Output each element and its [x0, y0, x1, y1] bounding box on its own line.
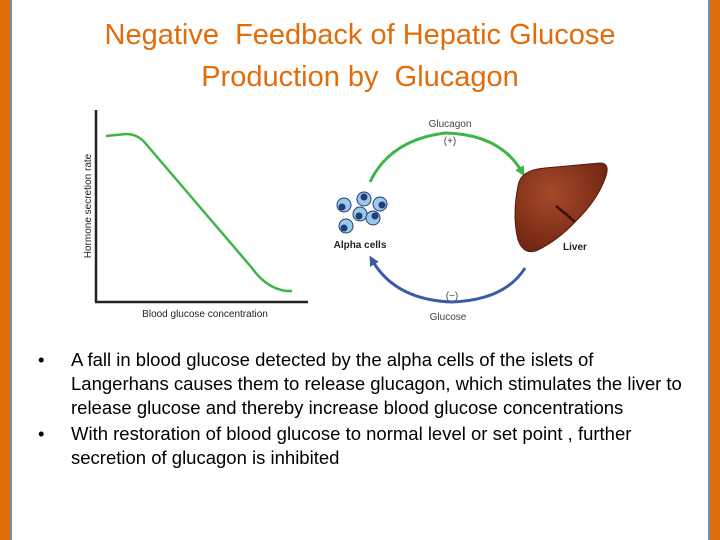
- alpha-cell-icon: [373, 197, 387, 211]
- alpha-cell-icon: [353, 207, 367, 221]
- liver-icon: Liver: [515, 163, 607, 253]
- glucagon-label: Glucagon: [429, 119, 472, 130]
- x-axis-label: Blood glucose concentration: [142, 309, 268, 320]
- alpha-cell-icon: [337, 198, 351, 212]
- graph: Hormone secretion rate Blood glucose con…: [83, 110, 308, 320]
- bullet-dot-icon: •: [38, 422, 44, 446]
- feedback-diagram: Hormone secretion rate Blood glucose con…: [0, 0, 720, 340]
- glucagon-sign: (+): [444, 136, 457, 147]
- glucose-label: Glucose: [430, 312, 467, 323]
- bullet-item: • With restoration of blood glucose to n…: [34, 422, 684, 470]
- glucagon-pathway: Glucagon (+): [370, 119, 522, 182]
- alpha-cell-icon: [357, 192, 371, 206]
- liver-label: Liver: [563, 242, 587, 253]
- bullet-item: • A fall in blood glucose detected by th…: [34, 348, 684, 420]
- glucose-pathway: (−) Glucose: [372, 260, 525, 323]
- bullet-text: A fall in blood glucose detected by the …: [71, 349, 682, 418]
- glucose-sign: (−): [446, 291, 459, 302]
- secretion-curve: [106, 134, 292, 291]
- bullet-dot-icon: •: [38, 348, 44, 372]
- alpha-cell-icon: [366, 211, 380, 225]
- alpha-cells: Alpha cells: [334, 192, 387, 251]
- y-axis-label: Hormone secretion rate: [83, 153, 94, 258]
- alpha-cell-icon: [339, 219, 353, 233]
- bullet-list: • A fall in blood glucose detected by th…: [34, 348, 684, 472]
- bullet-text: With restoration of blood glucose to nor…: [71, 423, 631, 468]
- alpha-cells-label: Alpha cells: [334, 240, 387, 251]
